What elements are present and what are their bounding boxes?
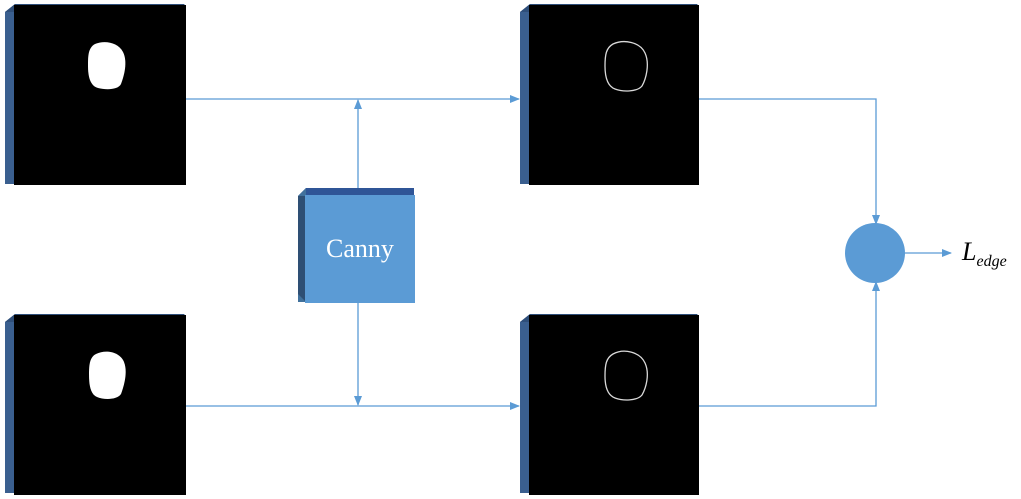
edge-map-bottom-image [529, 315, 699, 495]
input-mask-bottom [5, 314, 186, 495]
input-mask-top-blob [88, 42, 126, 90]
canny-box-side-lower [298, 196, 306, 302]
canny-label: Canny [326, 234, 394, 263]
connections [186, 95, 952, 410]
arrow-top-edge-to-node [699, 98, 880, 225]
edge-map-top [520, 4, 699, 185]
edge-loss-label: Ledge [961, 237, 1007, 270]
edge-map-bottom-contour [604, 350, 648, 401]
arrow-bottom-edge-to-node [699, 281, 880, 407]
canny-operator: Canny [298, 188, 415, 303]
edge-map-bottom-side [520, 314, 530, 493]
input-mask-bottom-blob [89, 351, 126, 399]
edge-map-top-image [529, 5, 699, 185]
input-mask-bottom-side [5, 314, 15, 493]
edge-map-bottom [520, 314, 699, 495]
edge-loss-label-sub: edge [976, 253, 1006, 270]
canny-box-front [305, 195, 415, 303]
input-mask-top [5, 4, 186, 185]
input-mask-bottom-image [14, 315, 186, 495]
edge-loss-label-main: L [961, 237, 976, 266]
edge-map-top-side [520, 4, 530, 184]
combine-node [845, 223, 905, 283]
input-mask-top-side [5, 4, 15, 184]
canny-box-top [298, 188, 414, 196]
input-mask-top-image [14, 5, 186, 185]
edge-map-top-contour [604, 41, 648, 92]
